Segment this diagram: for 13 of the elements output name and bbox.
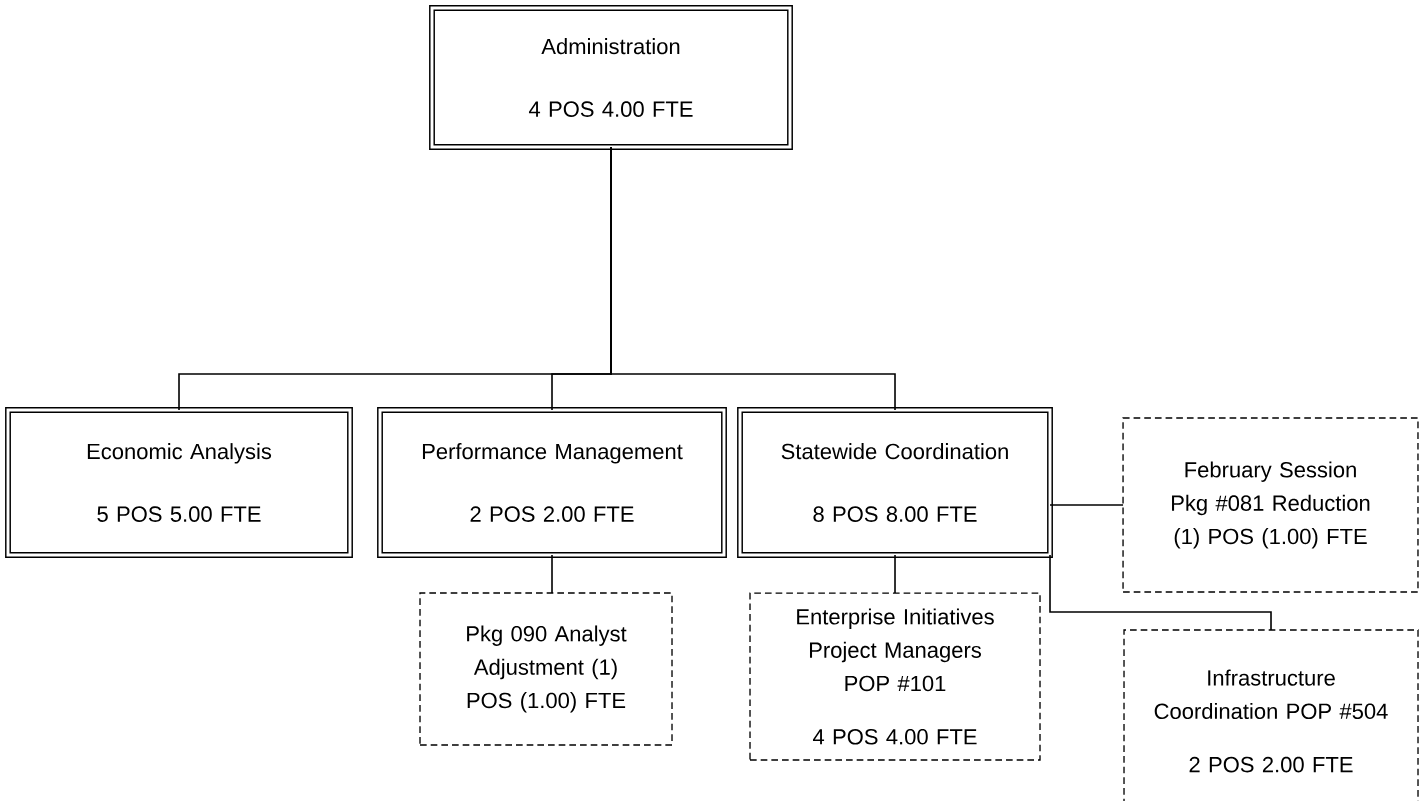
proposed-unit-box: Pkg 090 Analyst Adjustment (1) POS (1.00) FTE bbox=[419, 592, 673, 746]
unit-box: Economic Analysis 5 POS 5.00 FTE bbox=[5, 407, 353, 558]
proposed-unit-box: Infrastructure Coordination POP #504 2 POS 2.00 FTE bbox=[1123, 629, 1419, 801]
proposed-unit-box: Enterprise Initiatives Project Managers POP #101 4 POS 4.00 FTE bbox=[749, 592, 1041, 761]
unit-box: Performance Management 2 POS 2.00 FTE bbox=[377, 407, 727, 558]
connector-line bbox=[1049, 554, 1272, 631]
unit-box: Administration 4 POS 4.00 FTE bbox=[429, 5, 793, 150]
unit-box: Statewide Coordination 8 POS 8.00 FTE bbox=[737, 407, 1053, 558]
connector-line bbox=[894, 554, 896, 594]
connector-line bbox=[610, 146, 896, 411]
proposed-unit-box: February Session Pkg #081 Reduction (1) POS (1.00) FTE bbox=[1122, 417, 1419, 593]
connector-line bbox=[551, 554, 553, 594]
connector-line bbox=[1049, 504, 1124, 506]
